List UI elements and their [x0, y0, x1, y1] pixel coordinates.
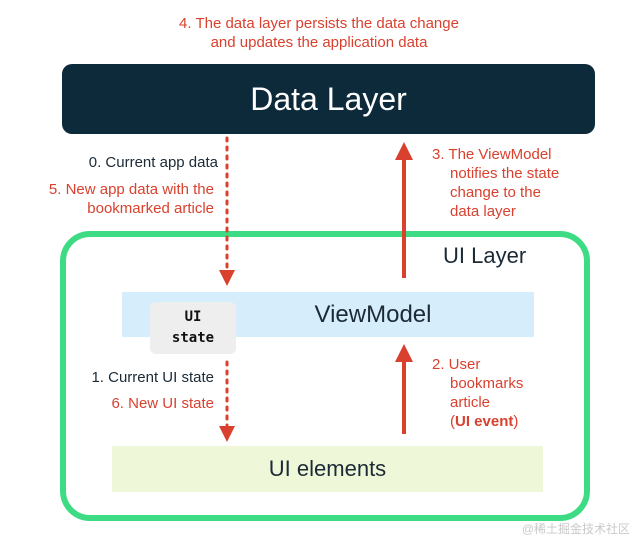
step1-label: 1. Current UI state	[91, 369, 214, 386]
watermark-text: @稀土掘金技术社区	[521, 522, 630, 536]
step3-line3: change to the	[450, 184, 541, 201]
data-layer-title: Data Layer	[250, 80, 407, 117]
arrowhead-data-to-viewmodel	[219, 270, 235, 286]
step2-event: UI event	[455, 413, 514, 430]
step3-line2: notifies the state	[450, 165, 560, 182]
ui-elements-title: UI elements	[268, 456, 387, 481]
step6-label: 6. New UI state	[111, 395, 214, 412]
data-layer-box: Data Layer	[62, 64, 595, 134]
ui-state-box: UI state	[150, 302, 236, 354]
step3-line4: data layer	[450, 203, 516, 220]
arrowhead-ui-to-viewmodel	[395, 344, 413, 362]
ui-elements-box: UI elements	[112, 446, 543, 492]
step2-label: 2. User bookmarks article (UI event)	[432, 355, 523, 431]
step2-line1: 2. User	[432, 356, 481, 373]
step2-line2: bookmarks	[450, 375, 524, 392]
step5-line2: bookmarked article	[87, 200, 214, 217]
step5-label: 5. New app data with the bookmarked arti…	[49, 180, 214, 218]
step2-line3: article	[450, 394, 491, 411]
step0-label: 0. Current app data	[88, 154, 218, 171]
step3-line1: 3. The ViewModel	[432, 146, 552, 163]
arrowhead-viewmodel-to-ui	[219, 426, 235, 442]
ui-state-line1: UI	[184, 309, 202, 325]
ui-layer-box	[60, 231, 590, 521]
step2-line4: (UI event)	[450, 413, 519, 430]
step4-line2: and updates the application data	[210, 34, 428, 51]
step3-label: 3. The ViewModel notifies the state chan…	[432, 145, 559, 221]
viewmodel-title: ViewModel	[314, 300, 432, 328]
step5-line1: 5. New app data with the	[48, 181, 214, 198]
step4-line1: 4. The data layer persists the data chan…	[179, 15, 459, 32]
step4-label: 4. The data layer persists the data chan…	[0, 14, 638, 52]
ui-state-line2: state	[171, 330, 215, 346]
arrowhead-viewmodel-to-data	[395, 142, 413, 160]
ui-layer-title: UI Layer	[443, 243, 527, 268]
